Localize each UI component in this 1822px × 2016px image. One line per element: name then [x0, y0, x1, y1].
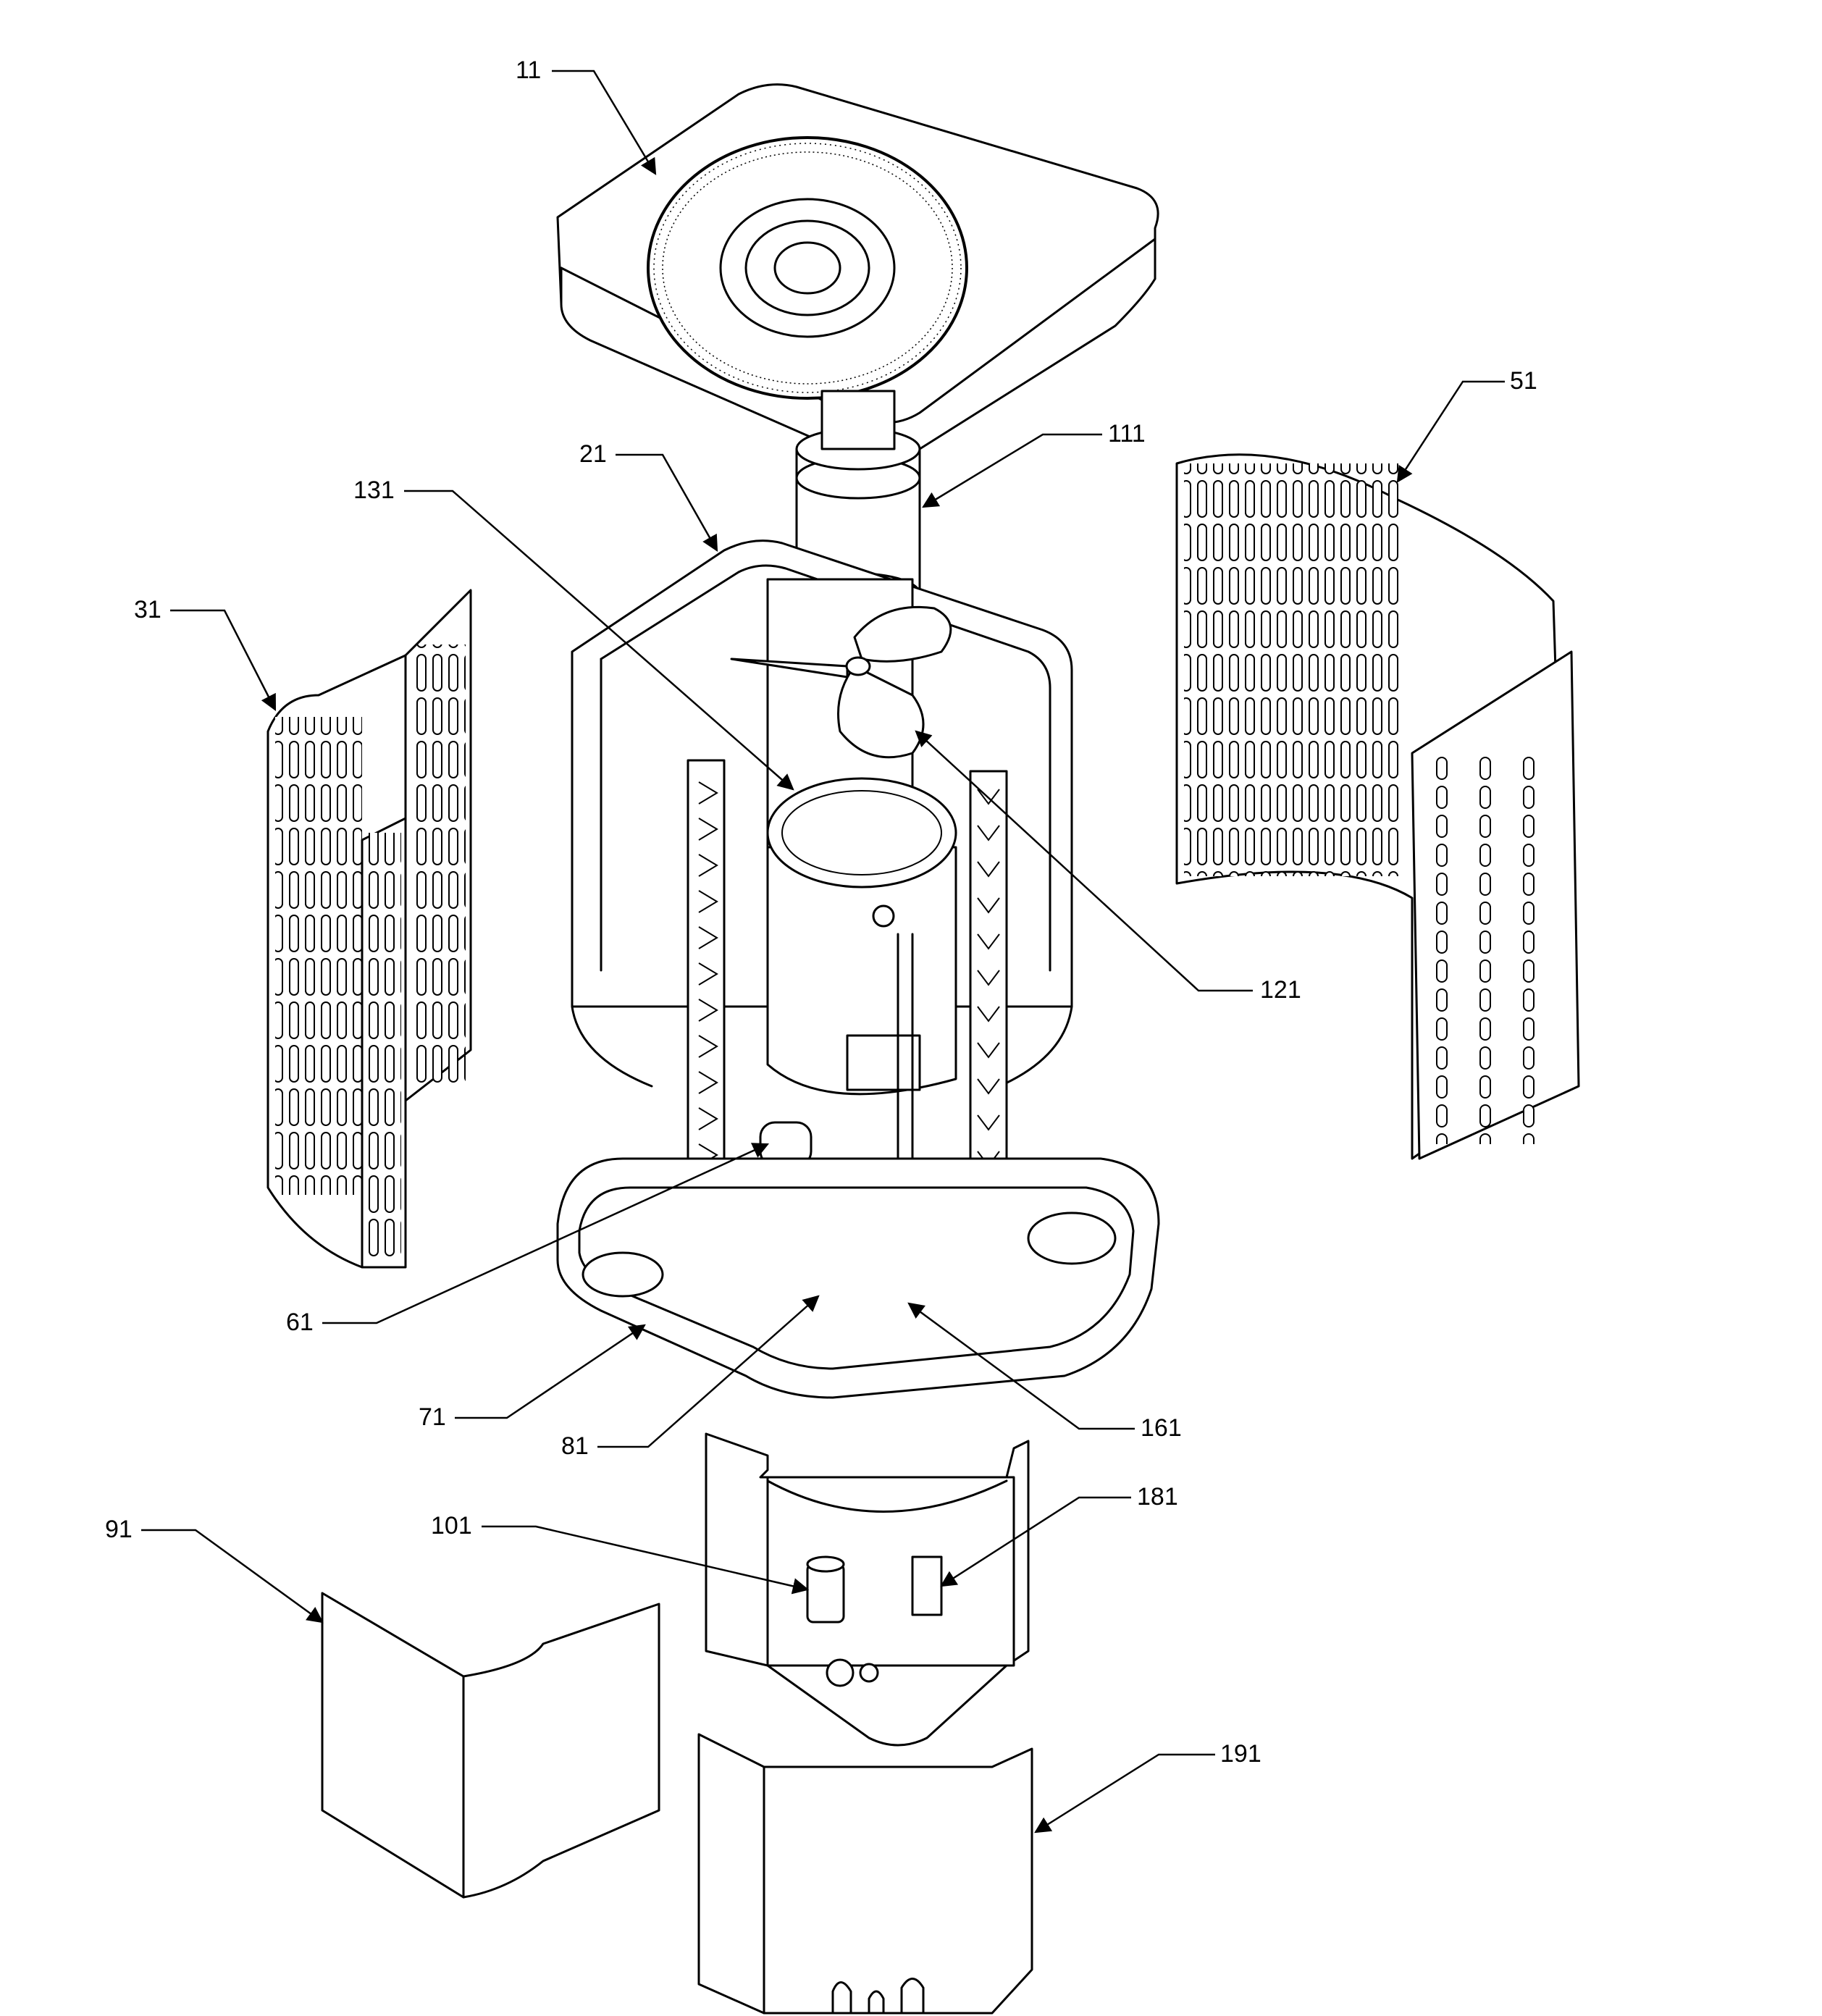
corner-panel-bottom [697, 1733, 1033, 2015]
callout-leader-31 [170, 609, 277, 712]
callout-label-21: 21 [579, 440, 607, 468]
callout-label-11: 11 [516, 56, 541, 84]
right-grille-panel [1175, 453, 1580, 1160]
callout-labels: 11 21 31 51 61 71 81 91 101 111 121 131 161 181 191 [105, 56, 1537, 1834]
callout-leader-11 [552, 70, 657, 175]
callout-label-131: 131 [353, 476, 395, 504]
compressor [766, 777, 957, 1096]
callout-leader-51 [1396, 380, 1505, 483]
callout-leader-181 [940, 1496, 1131, 1587]
callout-label-191: 191 [1220, 1740, 1261, 1768]
corner-panel-left [321, 1592, 660, 1899]
left-grille-panel [266, 589, 472, 1269]
callout-label-101: 101 [431, 1512, 472, 1540]
callout-leader-61 [322, 1143, 770, 1324]
callout-leader-131 [404, 490, 794, 791]
callout-leader-81 [597, 1295, 820, 1448]
callout-leader-71 [455, 1324, 646, 1419]
callout-label-31: 31 [134, 596, 161, 623]
coil-right-fins [969, 770, 1008, 1214]
callout-leader-121 [915, 730, 1253, 992]
callout-label-91: 91 [105, 1516, 133, 1543]
callout-label-111: 111 [1108, 420, 1146, 448]
fan-grille [647, 136, 968, 400]
callout-label-161: 161 [1141, 1414, 1182, 1442]
callout-label-71: 71 [419, 1403, 446, 1431]
top-panel [556, 83, 1159, 463]
callout-leader-91 [141, 1529, 324, 1624]
callout-leader-21 [616, 453, 718, 552]
callout-leader-161 [907, 1302, 1135, 1430]
callout-leader-101 [482, 1525, 810, 1595]
fan-blade [730, 605, 952, 759]
callout-label-81: 81 [561, 1432, 589, 1460]
callout-label-61: 61 [286, 1309, 314, 1336]
callout-leader-191 [1034, 1753, 1215, 1834]
control-box [705, 1432, 1030, 1747]
callout-label-121: 121 [1260, 976, 1301, 1004]
base-pan [556, 1157, 1160, 1399]
callout-label-181: 181 [1137, 1483, 1178, 1511]
callout-label-51: 51 [1510, 367, 1537, 395]
coil-left-fins [687, 759, 726, 1225]
callout-leader-111 [922, 433, 1102, 508]
